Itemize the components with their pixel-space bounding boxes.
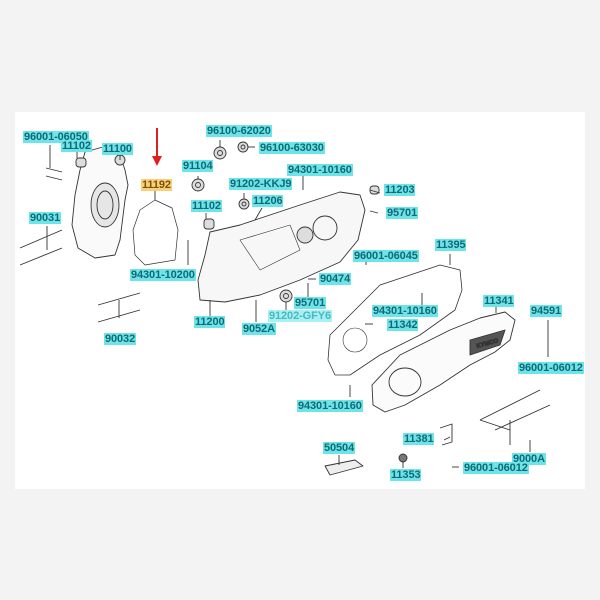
part-label[interactable]: 90474 xyxy=(319,273,352,285)
part-label[interactable]: 96001-06012 xyxy=(463,462,529,474)
part-label[interactable]: 50504 xyxy=(323,442,356,454)
part-label[interactable]: 90031 xyxy=(29,212,62,224)
cover-gasket-part xyxy=(327,264,463,376)
part-label[interactable]: 91202-KKJ9 xyxy=(229,178,293,190)
part-label[interactable]: 94301-10200 xyxy=(130,269,196,281)
part-label[interactable]: 96001-06045 xyxy=(353,250,419,262)
part-label[interactable]: 11102 xyxy=(61,140,92,152)
part-label[interactable]: 11102 xyxy=(191,200,222,212)
part-label[interactable]: 11381 xyxy=(403,433,435,445)
part-label[interactable]: 96100-62020 xyxy=(206,125,272,137)
gasket-part xyxy=(132,199,179,266)
part-label[interactable]: 90032 xyxy=(104,333,137,345)
part-label[interactable]: 95701 xyxy=(294,297,327,309)
highlighted-part-label[interactable]: 11192 xyxy=(141,179,172,191)
part-label[interactable]: 94301-10160 xyxy=(372,305,438,317)
right-crankcase-part xyxy=(197,191,366,303)
part-label[interactable]: 94301-10160 xyxy=(287,164,353,176)
part-label[interactable]: 11342 xyxy=(387,319,419,331)
part-label[interactable]: 11353 xyxy=(390,469,422,481)
part-label[interactable]: 91104 xyxy=(182,160,214,172)
part-label[interactable]: 11100 xyxy=(102,143,133,155)
part-label[interactable]: 95701 xyxy=(386,207,419,219)
part-label[interactable]: 94301-10160 xyxy=(297,400,363,412)
part-label[interactable]: 11200 xyxy=(194,316,226,328)
part-label[interactable]: 11341 xyxy=(483,295,515,307)
part-label[interactable]: 11395 xyxy=(435,239,467,251)
part-label[interactable]: 94591 xyxy=(530,305,563,317)
part-label[interactable]: 91202-GFY6 xyxy=(268,310,332,322)
part-label[interactable]: 11203 xyxy=(384,184,416,196)
part-label[interactable]: 96001-06012 xyxy=(518,362,584,374)
part-label[interactable]: 11206 xyxy=(252,195,284,207)
part-label[interactable]: 96100-63030 xyxy=(259,142,325,154)
red-arrow-icon xyxy=(152,128,162,166)
part-label[interactable]: 9052A xyxy=(242,323,276,335)
